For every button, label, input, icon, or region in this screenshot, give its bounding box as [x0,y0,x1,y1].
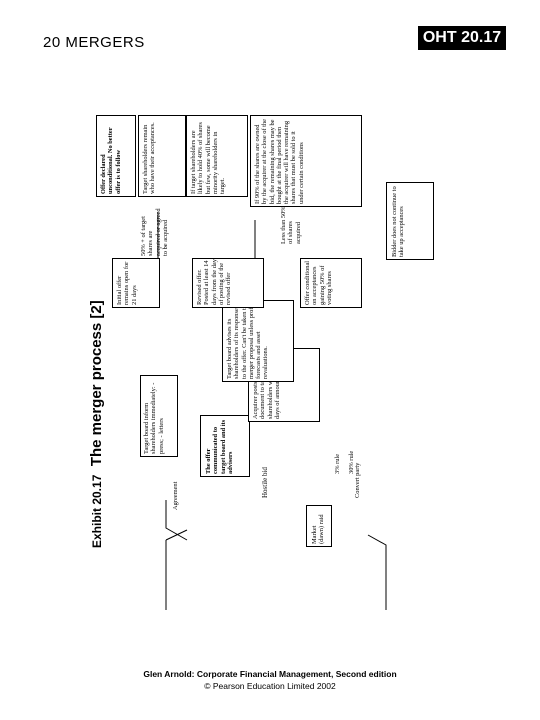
target-board-advises-box: Target board advises its shareholders of… [222,300,294,382]
initial-offer-box: Initial offer remains open for 21 days [112,258,160,308]
if-90-box: If 90% of the shares are owned by the ac… [250,115,362,207]
if-90-text: If 90% of the shares are owned by the ac… [254,119,305,204]
target-board-inform-box: Target board inform shareholders immedia… [140,375,178,457]
bracket-bottom-right [367,534,387,610]
bidder-does-not-text: Bidder does not continue to take up acce… [391,186,406,257]
convert-party: Convert party [354,462,361,498]
offer-declared-box: Offer declared unconditional. No better … [96,115,136,197]
revised-offer-box: Revised offer. Posted at least 14 days f… [192,258,264,308]
footer: Glen Arnold: Corporate Financial Managem… [0,668,540,692]
offer-conditional-text: Offer conditional on acceptances gaining… [304,260,333,305]
market-raid-box: Market (dawn) raid [306,505,332,547]
left-diagonal [165,529,188,541]
section-title: 20 MERGERS [43,34,145,51]
offer-communicated-text: The offer communicated to target board a… [205,419,234,474]
offer-conditional-box: Offer conditional on acceptances gaining… [300,258,362,308]
offer-communicated-box: The offer communicated to target board a… [200,415,250,477]
bidder-does-not-box: Bidder does not continue to take up acce… [386,182,434,260]
oht-badge: OHT 20.17 [418,26,506,50]
agreement-label: Agreement [172,481,179,510]
if-target-text: If target shareholders are likely to hol… [190,122,227,194]
less-than-fifty: Less than 50% of shares acquired [280,206,302,244]
hostile-bid-label: Hostile bid [261,467,269,498]
target-board-inform-text: Target board inform shareholders immedia… [143,382,165,454]
market-raid-text: Market (dawn) raid [311,514,326,544]
offer-declared-text: Offer declared unconditional. No better … [100,127,122,194]
target-remain-text: Target shareholders remain who have thei… [142,122,157,194]
bracket-top-left [165,500,188,541]
footer-citation: Glen Arnold: Corporate Financial Managem… [143,669,397,679]
if-target-box: If target shareholders are likely to hol… [186,115,248,197]
target-remain-box: Target shareholders remain who have thei… [138,115,186,197]
footer-copyright: © Pearson Education Limited 2002 [204,681,336,691]
three-percent-rule: 3% rule [334,453,341,474]
initial-offer-text: Initial offer remains open for 21 days [116,261,138,305]
target-board-advises-text: Target board advises its shareholders of… [226,304,270,379]
fifty-percent-acquired: 50% + of target shares are acquired or a… [140,208,169,256]
revised-offer-text: Revised offer. Posted at least 14 days f… [196,259,233,305]
